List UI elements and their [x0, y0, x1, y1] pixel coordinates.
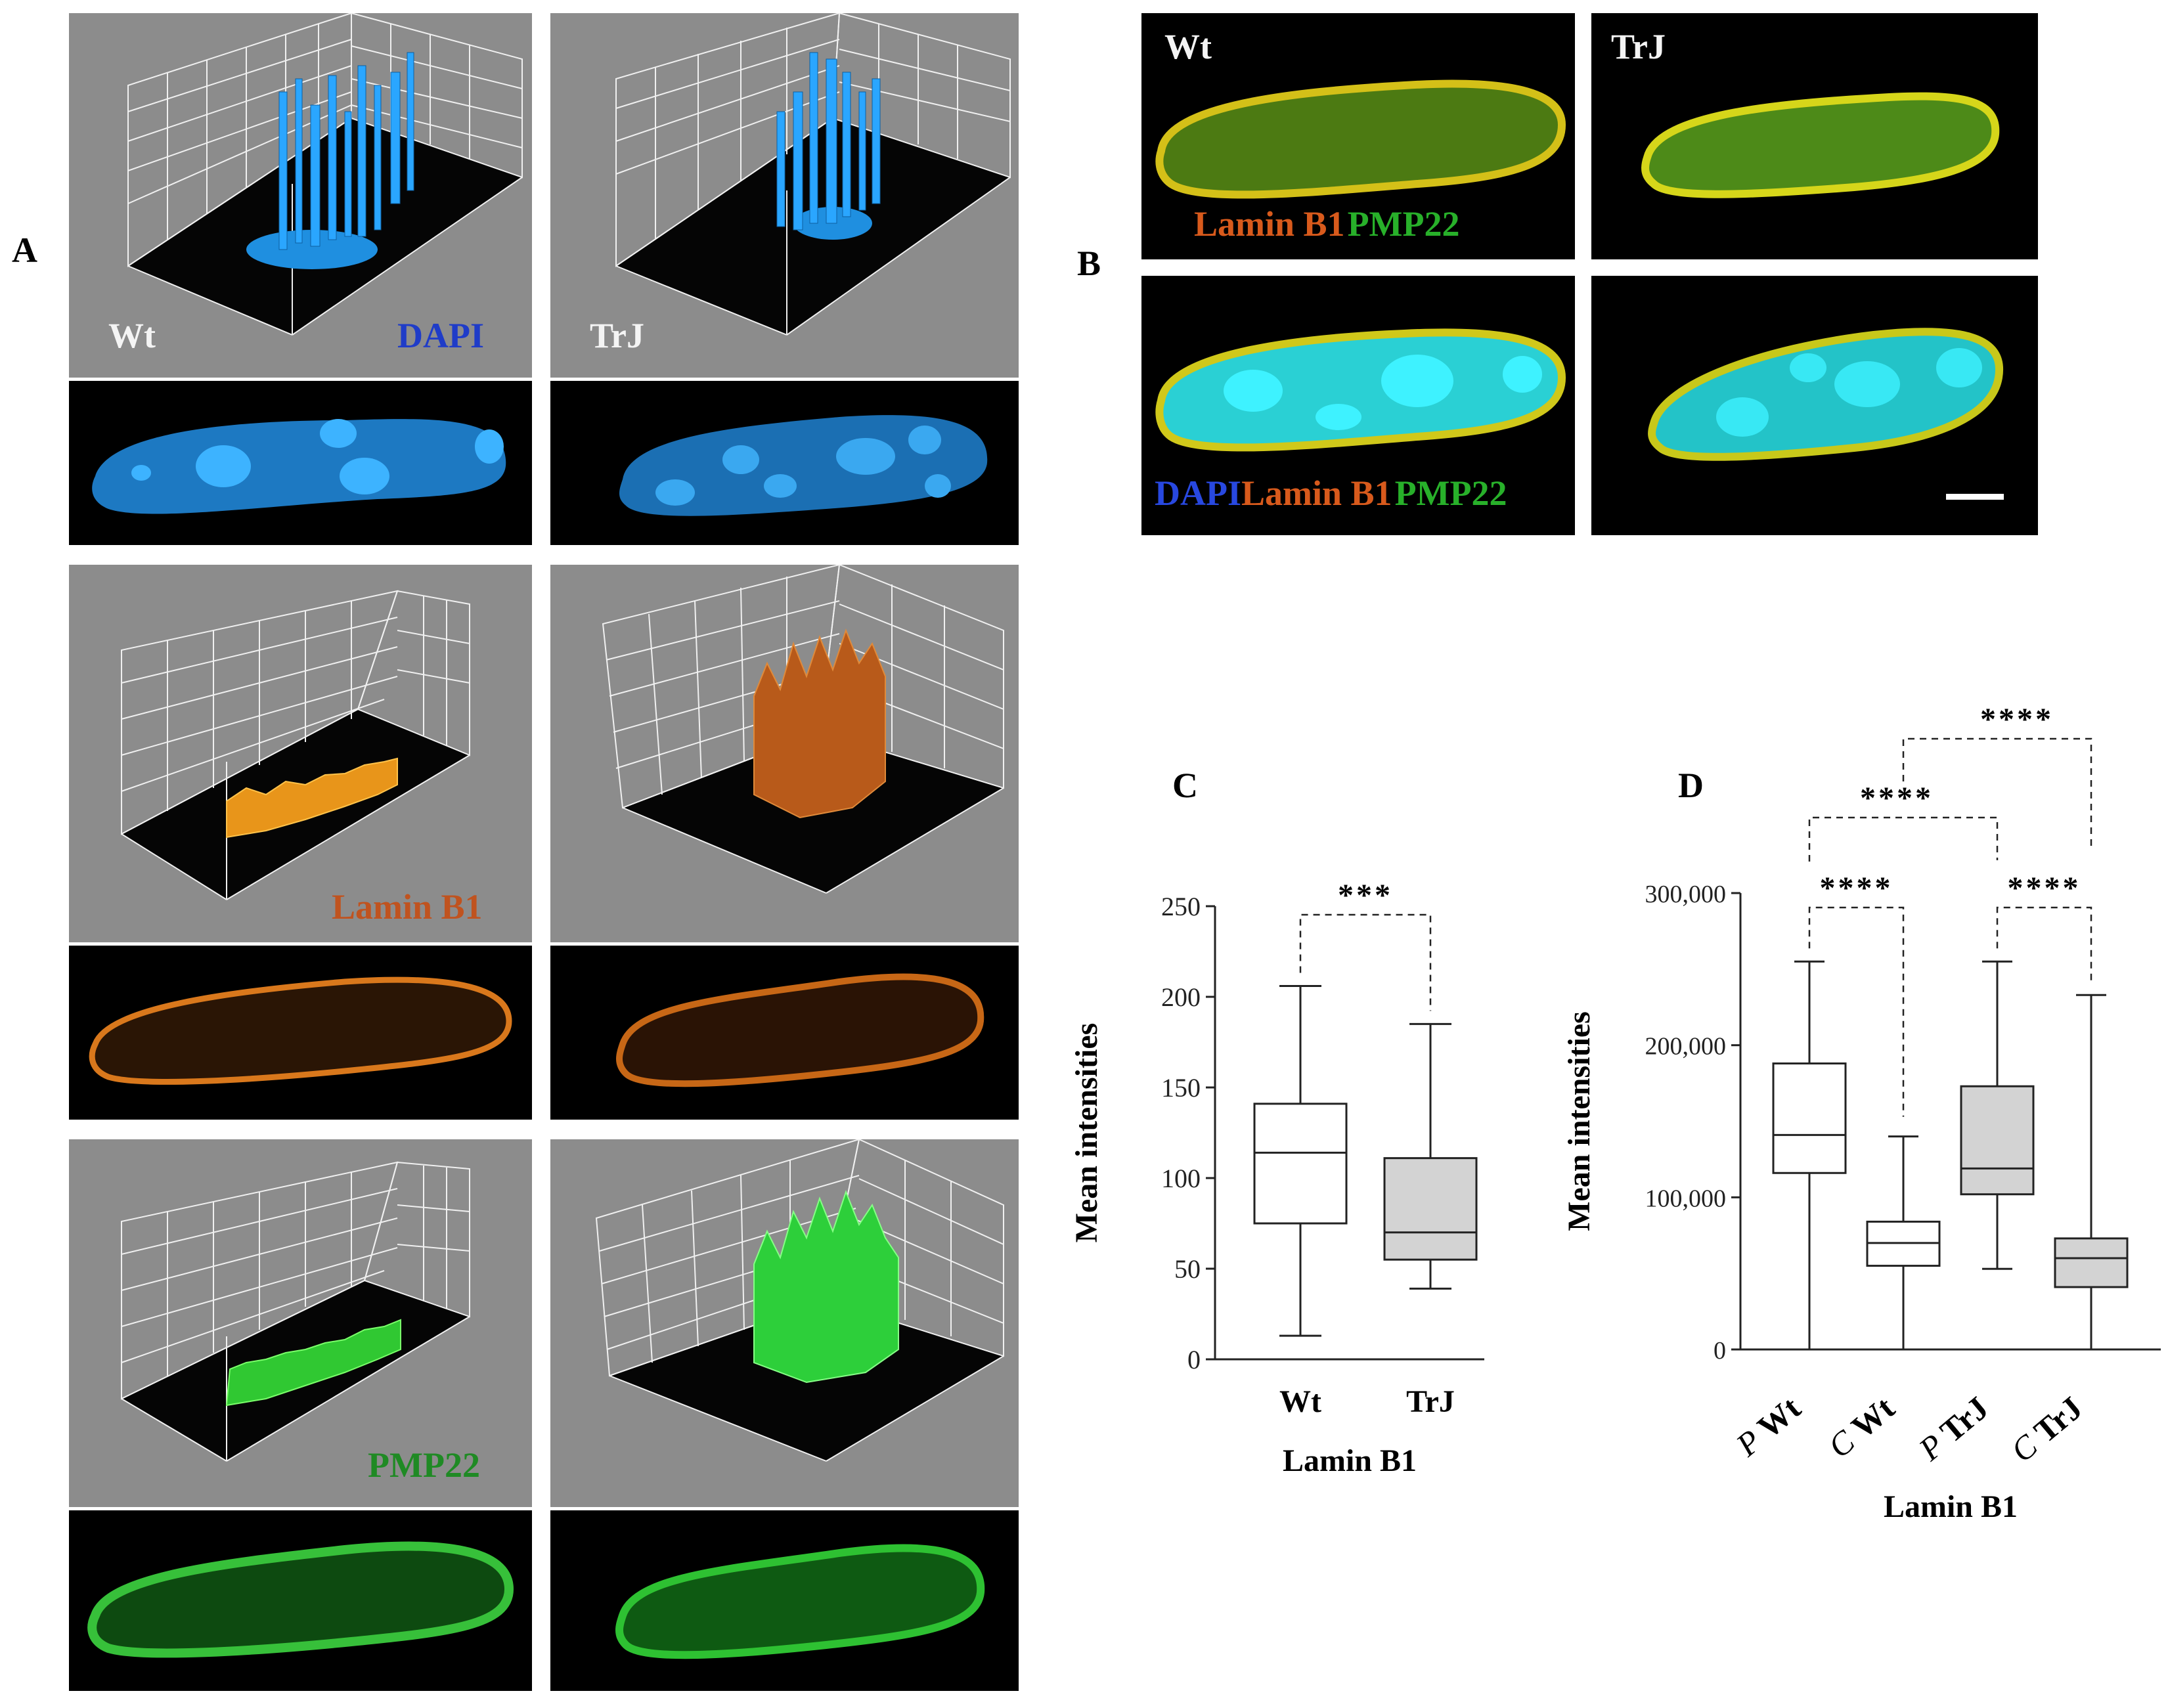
pmp-channel-label: PMP22 [368, 1445, 480, 1485]
y-tick-label: 250 [1161, 892, 1201, 921]
dapi-wt-micrograph [69, 381, 532, 545]
merge-wt-lamin-pmp: Wt Lamin B1 PMP22 [1141, 13, 1575, 259]
panel-letter-c: C [1172, 766, 1198, 805]
x-category-label: P Wt [1729, 1389, 1807, 1464]
x-category-label: C TrJ [2004, 1390, 2089, 1470]
y-tick-label: 50 [1174, 1254, 1201, 1284]
y-axis-label: Mean intensities [1562, 1011, 1597, 1231]
y-tick-label: 300,000 [1645, 881, 1727, 908]
significance-label: *** [1338, 878, 1393, 913]
pmp-wt-surface-plot: PMP22 [69, 1139, 532, 1507]
y-tick-label: 0 [1714, 1337, 1726, 1365]
y-tick-label: 100,000 [1645, 1185, 1727, 1212]
y-tick-label: 200,000 [1645, 1033, 1727, 1061]
lamin-trj-surface-plot [550, 565, 1019, 942]
box [1960, 1085, 2035, 1196]
x-category-label: C Wt [1821, 1389, 1901, 1464]
box [1772, 1062, 1847, 1174]
merge-wt-dapi-lamin-pmp: DAPILamin B1 PMP22 [1141, 276, 1575, 535]
dapi-trj-micrograph [550, 381, 1019, 545]
y-tick-label: 100 [1161, 1164, 1201, 1193]
box [2054, 1237, 2129, 1288]
significance-bracket [1996, 906, 2092, 982]
x-category-label: Wt [1279, 1384, 1321, 1419]
dapi-trj-label: TrJ [590, 316, 644, 355]
bottom-caption-pmp: PMP22 [1394, 473, 1507, 513]
scale-bar [1946, 494, 2004, 500]
lamin-trj-micrograph [550, 946, 1019, 1120]
panel-letter-d: D [1678, 766, 1704, 805]
box [1383, 1157, 1478, 1261]
lamin-channel-label: Lamin B1 [332, 887, 483, 927]
significance-label: **** [1820, 871, 1893, 906]
lamin-wt-surface-plot: Lamin B1 [69, 565, 532, 942]
dapi-trj-surface-plot: TrJ [550, 13, 1019, 378]
y-axis-label: Mean intensities [1069, 1023, 1104, 1243]
significance-bracket [1299, 913, 1432, 1011]
pmp-trj-surface-plot [550, 1139, 1019, 1507]
x-category-label: TrJ [1406, 1384, 1455, 1419]
top-caption-pmp: PMP22 [1347, 204, 1460, 244]
lamin-wt-micrograph [69, 946, 532, 1120]
x-axis-label: Lamin B1 [1884, 1489, 2018, 1524]
dapi-channel-label: DAPI [397, 316, 484, 355]
significance-label: **** [2008, 871, 2081, 906]
dapi-wt-label: Wt [108, 316, 156, 355]
y-tick-label: 150 [1161, 1073, 1201, 1103]
pmp-trj-micrograph [550, 1510, 1019, 1691]
significance-bracket [1808, 906, 1905, 1117]
merge-wt-label: Wt [1164, 27, 1212, 66]
panel-letter-a: A [12, 230, 37, 270]
box [1253, 1103, 1348, 1225]
significance-bracket [1808, 816, 1999, 862]
merge-trj-lamin-pmp: TrJ [1591, 13, 2038, 259]
pmp-wt-micrograph [69, 1510, 532, 1691]
merge-trj-dapi-lamin-pmp [1591, 276, 2038, 535]
y-tick-label: 200 [1161, 982, 1201, 1012]
bottom-caption-lamin: Lamin B1 [1241, 473, 1392, 513]
x-axis-label: Lamin B1 [1283, 1443, 1417, 1478]
y-tick-label: 0 [1187, 1345, 1201, 1374]
significance-bracket [1902, 737, 2092, 847]
panel-letter-b: B [1077, 244, 1101, 283]
dapi-wt-surface-plot: Wt DAPI [69, 13, 532, 378]
significance-label: **** [1860, 781, 1934, 816]
top-caption-lamin: Lamin B1 [1194, 204, 1345, 244]
merge-trj-label: TrJ [1611, 27, 1666, 66]
x-category-label: P TrJ [1911, 1390, 1995, 1468]
bottom-caption-dapi: DAPI [1155, 473, 1241, 513]
significance-label: **** [1980, 702, 2054, 737]
